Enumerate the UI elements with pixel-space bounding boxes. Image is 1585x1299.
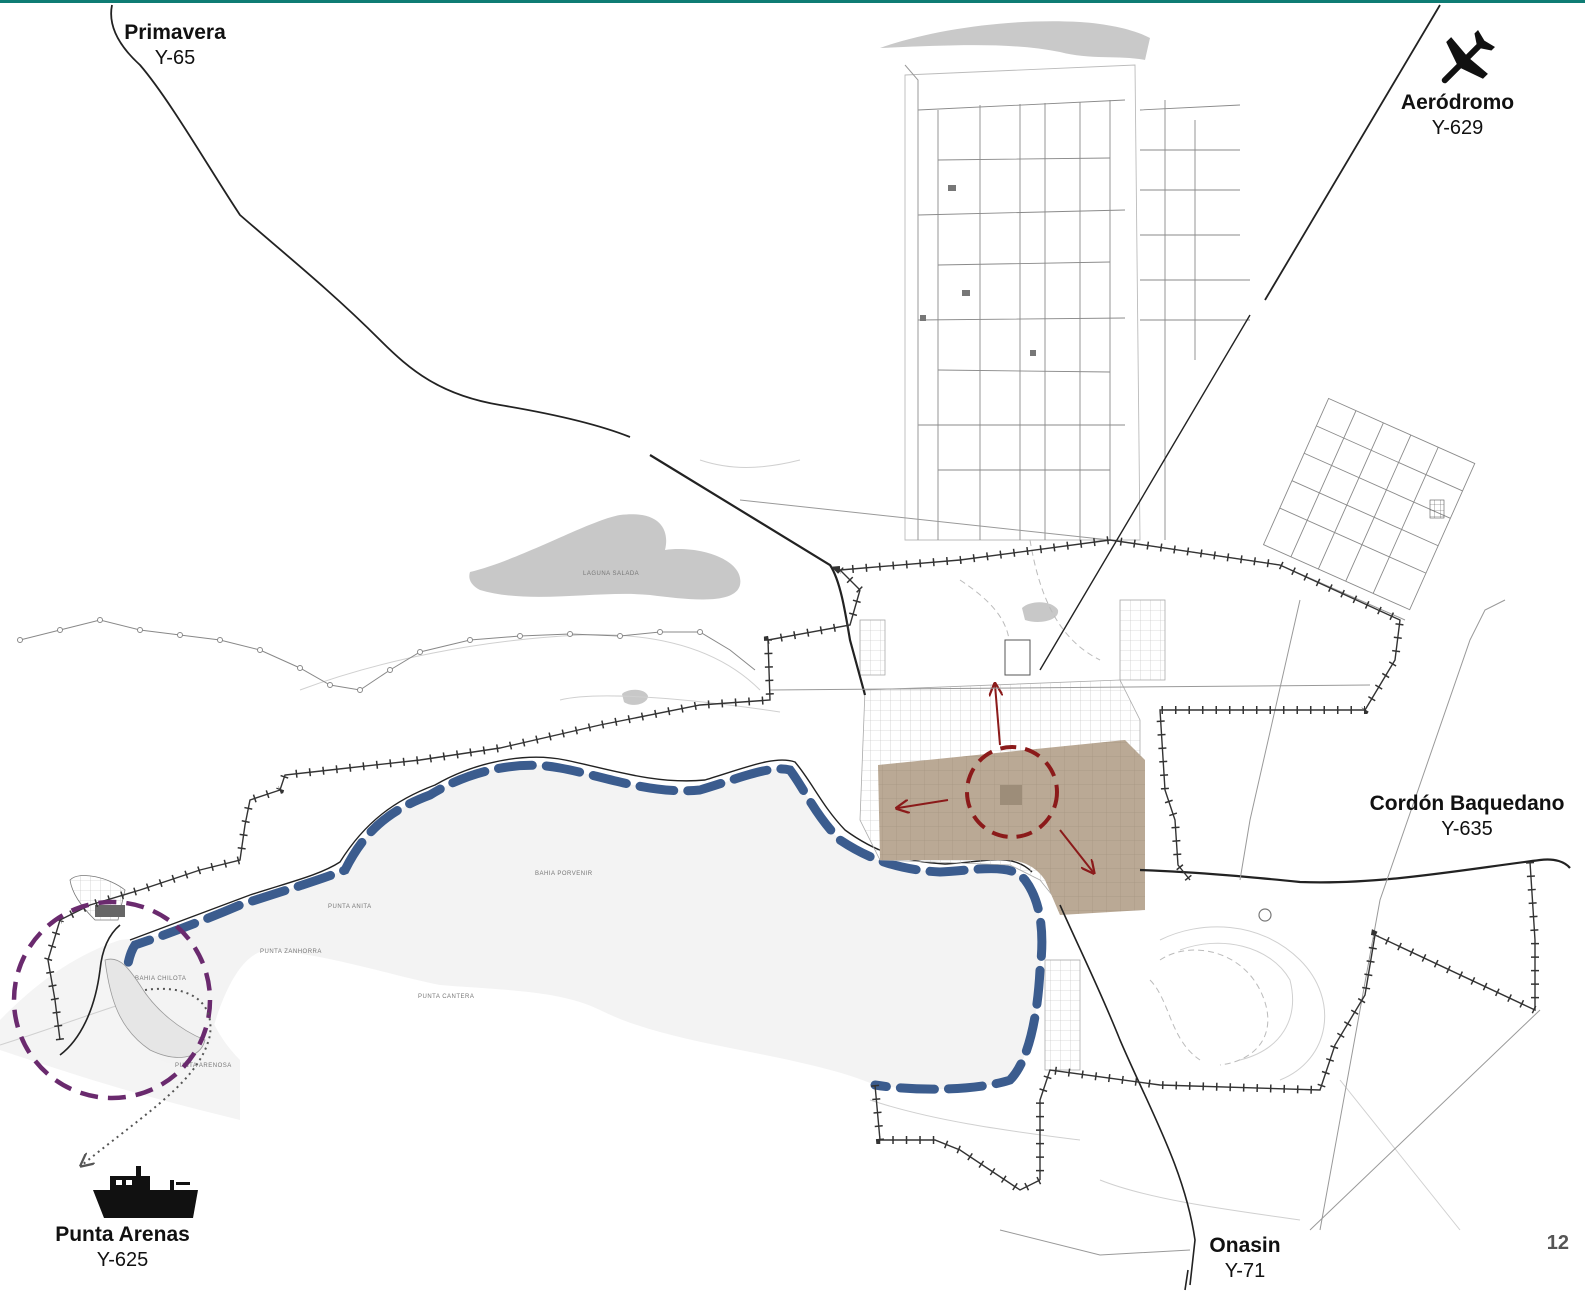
chilota-spit [104, 958, 206, 1058]
small-lagoon-2 [622, 689, 648, 705]
arrow-southeast [1059, 829, 1093, 872]
page-number: 12 [1546, 1232, 1569, 1254]
bahia-porvenir [125, 765, 1042, 1090]
chilota-block [95, 905, 125, 917]
road-onasin [1059, 904, 1196, 1286]
road-onasin-end [1184, 1269, 1189, 1291]
urban-south-block [1044, 959, 1081, 1071]
small-lagoon-1 [1022, 602, 1059, 622]
bahia-label: BAHIA PORVENIR [535, 871, 593, 877]
cemetery-block [1004, 639, 1031, 676]
arrow-north [995, 685, 1000, 746]
punta-anita-label: PUNTA ANITA [328, 904, 372, 910]
road-chilota [59, 924, 121, 1056]
north-parcel-blocks [920, 185, 1036, 356]
label-punta-arenas: Punta Arenas Y-625 [40, 1222, 205, 1273]
road-east [1139, 858, 1571, 884]
punta-zanhorra-label: PUNTA ZANHORRA [260, 949, 322, 955]
boundary-ticks [43, 588, 864, 1041]
urban-west-block [859, 619, 886, 676]
road-primavera [110, 4, 631, 438]
label-punta-arenas-code: Y-625 [96, 1249, 149, 1272]
port-circle [11, 899, 213, 1101]
label-primavera-code: Y-65 [154, 47, 196, 70]
airplane-icon [1441, 30, 1495, 84]
label-aerodromo-code: Y-629 [1431, 117, 1484, 140]
center-expansion-circle [965, 745, 1059, 839]
circle-boundary [19, 619, 756, 691]
label-onasin: Onasin Y-71 [1190, 1233, 1300, 1284]
laguna-salada [469, 514, 741, 600]
urban-center-grid [878, 740, 1145, 915]
bay-outline [120, 760, 1047, 1094]
road-northwest [649, 454, 867, 696]
bahia-chilota-label: BAHIA CHILOTA [135, 976, 186, 982]
label-primavera-name: Primavera [124, 21, 226, 44]
terrain-lines [0, 459, 1461, 1231]
label-cordon: Cordón Baquedano Y-635 [1362, 791, 1572, 842]
top-border [0, 0, 1585, 3]
label-punta-arenas-name: Punta Arenas [55, 1223, 190, 1246]
label-cordon-name: Cordón Baquedano [1369, 792, 1565, 815]
label-onasin-name: Onasin [1209, 1234, 1281, 1257]
east-parcels [1262, 397, 1476, 611]
roundabout [1258, 908, 1272, 922]
label-aerodromo-name: Aeródromo [1400, 91, 1515, 114]
circle-boundary-nodes [17, 617, 703, 693]
arrow-west [898, 799, 949, 808]
north-parcels [904, 64, 1250, 541]
boundary-ticks-2 [831, 535, 1539, 1195]
punta-cantera-label: PUNTA CANTERA [418, 994, 474, 1000]
main-roads [59, 4, 1571, 1291]
ship-icon [93, 1166, 198, 1218]
central-plaza [1000, 785, 1022, 805]
punta-arenosa-label: PUNTA ARENOSA [175, 1063, 232, 1069]
label-primavera: Primavera Y-65 [110, 20, 240, 71]
laguna-label: LAGUNA SALADA [583, 571, 639, 577]
north-coast [880, 21, 1150, 60]
label-aerodromo: Aeródromo Y-629 [1390, 90, 1525, 141]
road-aerodromo-lower [1039, 314, 1251, 671]
road-aerodromo [1264, 4, 1441, 301]
label-onasin-code: Y-71 [1224, 1260, 1266, 1283]
urban-north-block [1119, 599, 1166, 681]
east-block [1429, 499, 1445, 519]
label-cordon-code: Y-635 [1441, 818, 1493, 841]
